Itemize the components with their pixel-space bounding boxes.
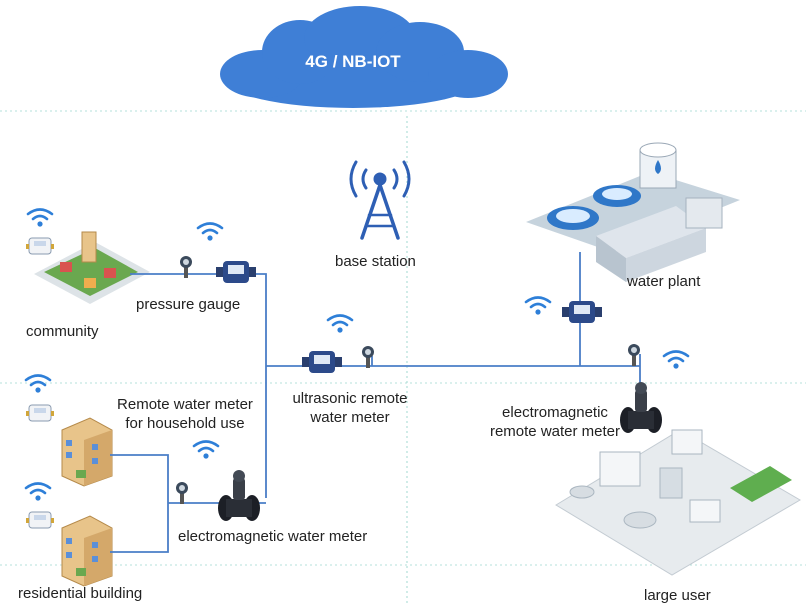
electromagnetic-remote-label-line1: electromagnetic <box>502 404 608 421</box>
ultrasonic-label-line1: ultrasonic remote <box>292 390 408 407</box>
ultrasonic-wifi-icon <box>326 314 354 334</box>
community-icon <box>34 231 150 304</box>
ultrasonic-label-line2: water meter <box>310 409 390 426</box>
water-plant-wifi-icon <box>524 296 552 316</box>
water-plant-icon <box>526 142 740 282</box>
electromagnetic-meter-icon <box>218 470 260 521</box>
household-wifi-icon-1 <box>24 374 52 394</box>
household-wifi-icon-2 <box>24 482 52 502</box>
large-user-wifi-icon <box>662 350 690 370</box>
residential-building-label: residential building <box>18 585 143 602</box>
base-station-icon <box>349 160 411 240</box>
large-user-gauge-icon <box>628 344 640 366</box>
electromagnetic-meter-label: electromagnetic water meter <box>178 528 368 545</box>
water-plant-meter-icon <box>562 301 602 323</box>
cloud-icon <box>220 6 508 108</box>
pressure-line-meter-icon <box>216 261 256 283</box>
pressure-gauge-label: pressure gauge <box>136 296 241 313</box>
water-plant-label: water plant <box>627 273 701 290</box>
household-meter-icon-2 <box>25 511 55 529</box>
electromagnetic-wifi-icon <box>192 440 220 460</box>
base-station-label: base station <box>335 253 416 270</box>
electromagnetic-remote-label-line2: remote water meter <box>489 423 621 440</box>
large-user-factory-icon <box>555 429 801 576</box>
residential-building-top-icon <box>61 417 113 487</box>
household-meter-label-line1: Remote water meter <box>117 396 253 413</box>
community-label: community <box>26 323 99 340</box>
residential-building-bottom-icon <box>61 515 113 587</box>
household-meter-label-line2: for household use <box>125 415 245 432</box>
large-user-label: large user <box>644 587 711 604</box>
electromagnetic-gauge-icon <box>176 482 188 504</box>
network-label: 4G / NB-IOT <box>305 52 401 71</box>
household-meter-icon-1 <box>25 404 55 422</box>
community-wifi-icon <box>26 208 54 228</box>
ultrasonic-meter-icon <box>302 351 342 373</box>
pressure-wifi-icon <box>196 222 224 242</box>
community-meter-icon <box>25 237 55 255</box>
